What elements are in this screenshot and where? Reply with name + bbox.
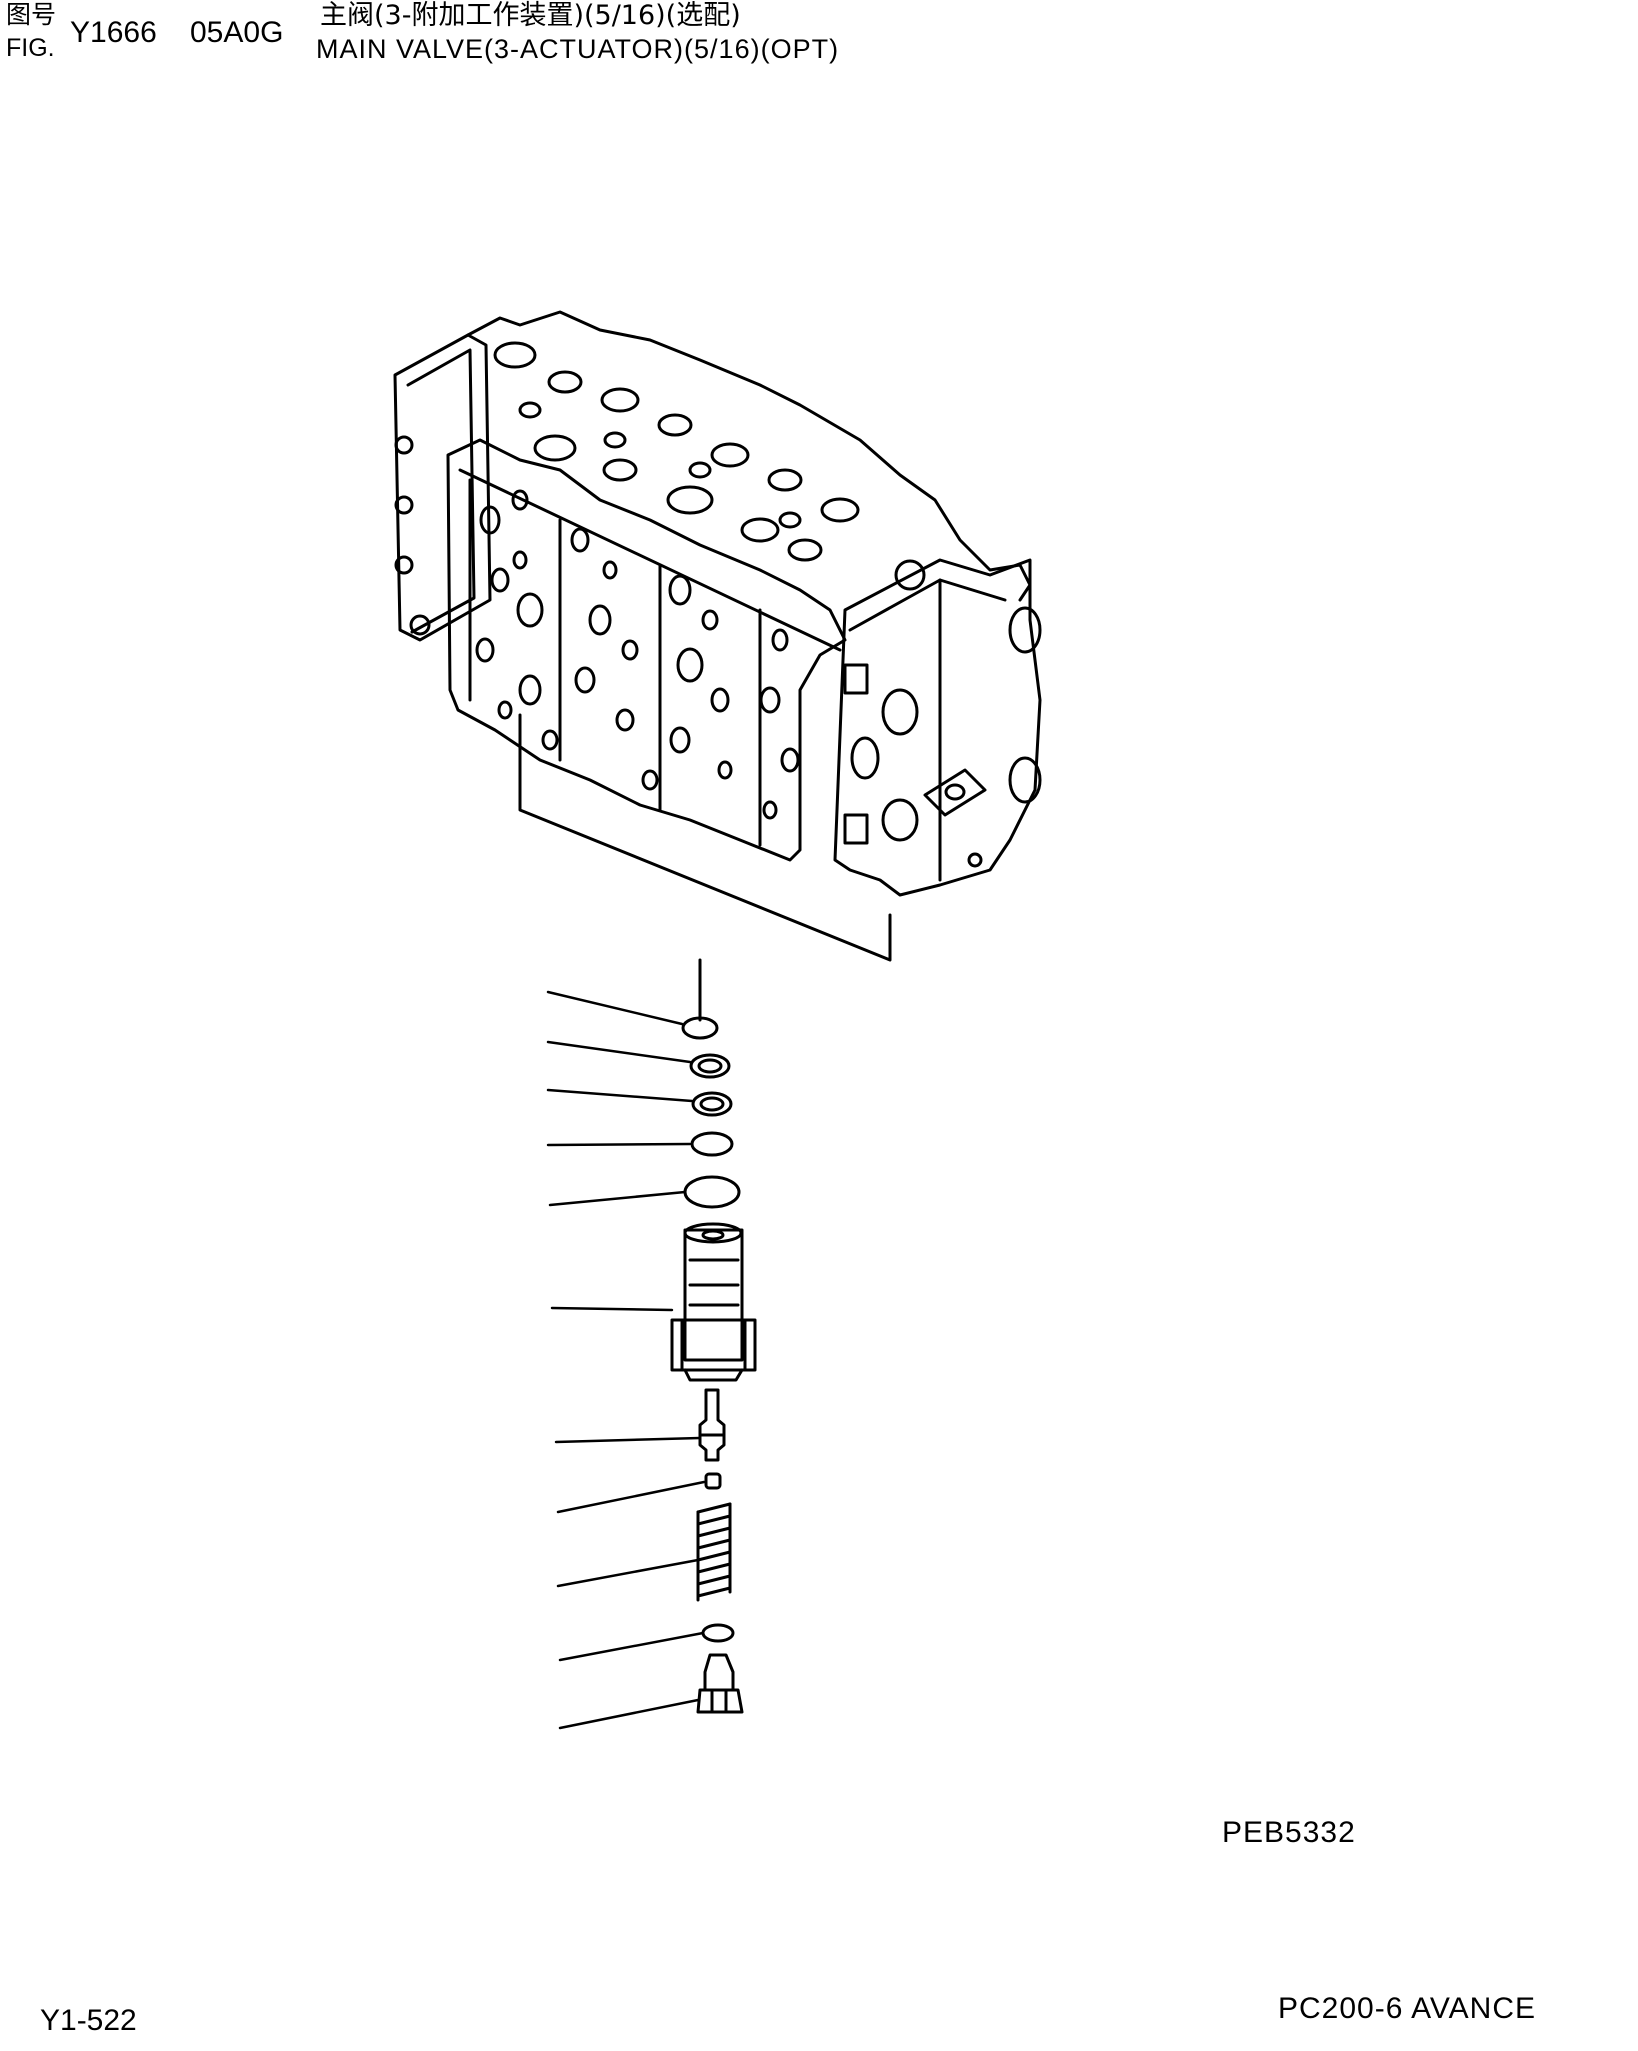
o-ring-4 <box>701 1623 735 1643</box>
fig-label-en: FIG. <box>6 34 55 62</box>
illustration-code: PEB5332 <box>1222 1816 1356 1849</box>
backup-ring-1 <box>689 1053 731 1079</box>
leader-lines <box>546 990 706 1730</box>
top-port-holes <box>493 341 860 562</box>
page-number: Y1-522 <box>40 2004 137 2037</box>
figure-code: 05A0G <box>190 16 284 49</box>
backup-ring-2 <box>691 1091 733 1117</box>
model-name: PC200-6 AVANCE <box>1278 1992 1536 2025</box>
main-valve-block <box>393 310 1042 1022</box>
title-english: MAIN VALVE(3-ACTUATOR)(5/16)(OPT) <box>316 34 840 64</box>
exploded-part-stack <box>670 1016 757 1714</box>
o-ring-1 <box>681 1016 719 1040</box>
adjust-plug <box>696 1653 744 1714</box>
o-ring-3 <box>683 1175 741 1209</box>
poppet <box>698 1388 726 1462</box>
spring <box>696 1502 732 1602</box>
small-ball <box>704 1472 722 1490</box>
title-chinese: 主阀(3-附加工作装置)(5/16)(选配) <box>320 0 741 31</box>
relief-valve-assembly <box>670 1222 757 1382</box>
fig-label-cn: 图号 <box>6 0 57 29</box>
o-ring-2 <box>690 1131 734 1157</box>
figure-number: Y1666 <box>70 16 157 49</box>
front-port-holes <box>475 489 800 820</box>
